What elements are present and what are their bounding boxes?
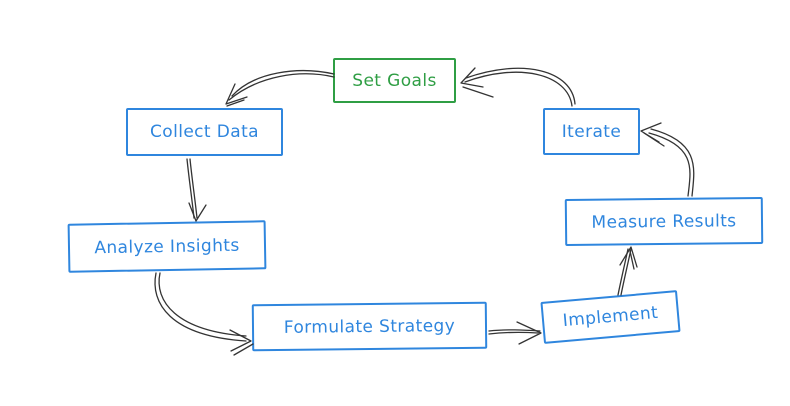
arrow-formulate-strategy-to-implement[interactable] xyxy=(488,321,542,345)
arrow-measure-results-to-iterate[interactable] xyxy=(640,122,695,197)
node-iterate-label: Iterate xyxy=(561,121,622,142)
arrow-collect-data-to-analyze-insights[interactable] xyxy=(186,158,207,222)
arrow-iterate-to-set-goals[interactable] xyxy=(460,67,576,107)
arrow-implement-to-measure-results[interactable] xyxy=(617,246,638,296)
node-iterate[interactable]: Iterate xyxy=(543,108,640,155)
node-collect-data-label: Collect Data xyxy=(150,122,259,142)
node-set-goals-label: Set Goals xyxy=(352,70,437,91)
node-set-goals[interactable]: Set Goals xyxy=(333,58,456,103)
node-collect-data[interactable]: Collect Data xyxy=(126,108,283,156)
arrow-analyze-insights-to-formulate-strategy[interactable] xyxy=(154,272,254,356)
arrow-set-goals-to-collect-data[interactable] xyxy=(225,70,335,107)
